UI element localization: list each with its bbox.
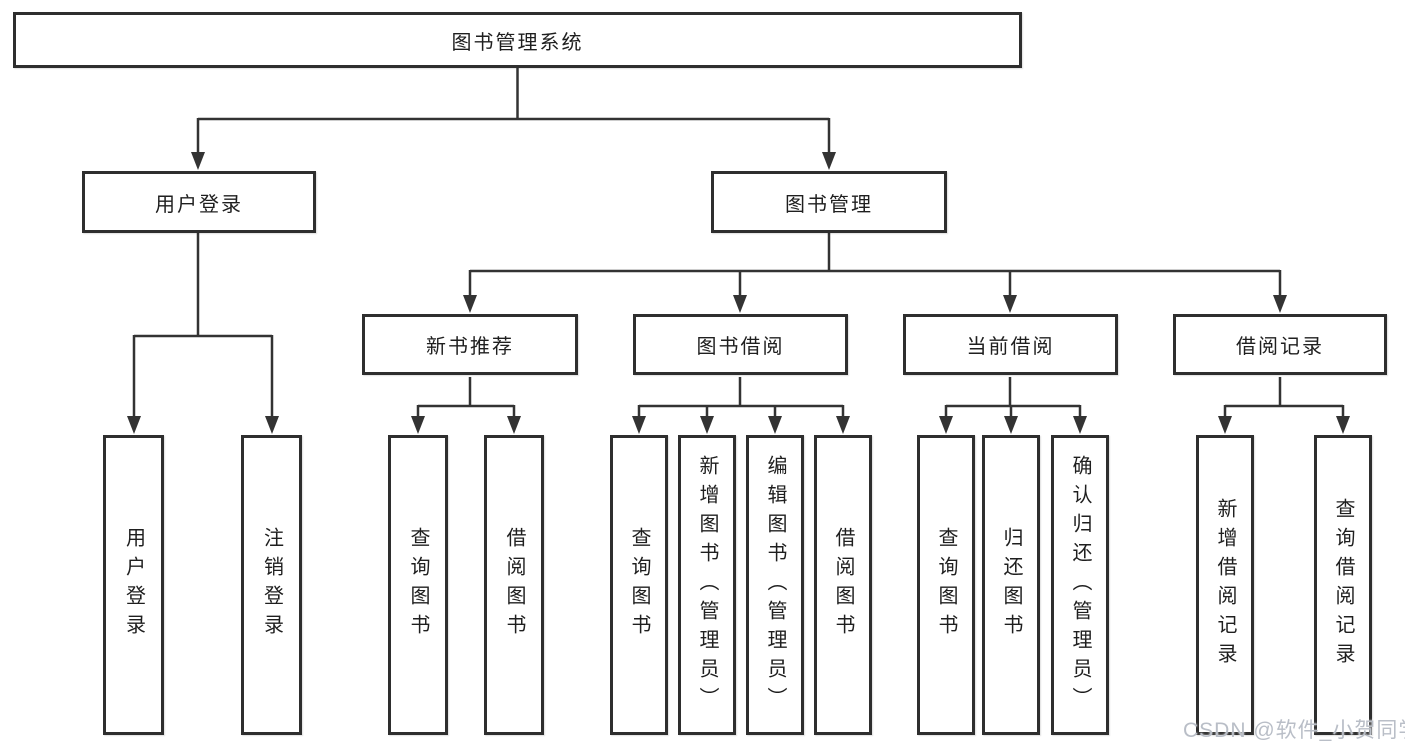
leaf-user-login: 用户登录 [103, 435, 164, 735]
node-library-management-system: 图书管理系统 [13, 12, 1022, 68]
leaf-query-borrow-record: 查询借阅记录 [1314, 435, 1372, 735]
csdn-watermark: CSDN @软件_小贺同学 [1183, 719, 1405, 742]
leaf-add-book-admin: 新增图书（管理员） [678, 435, 736, 735]
node-current-borrow: 当前借阅 [903, 314, 1118, 375]
leaf-query-books-current: 查询图书 [917, 435, 975, 735]
node-book-borrow: 图书借阅 [633, 314, 848, 375]
leaf-query-books-recommend: 查询图书 [388, 435, 448, 735]
node-borrow-records: 借阅记录 [1173, 314, 1387, 375]
leaf-borrow-books-recommend: 借阅图书 [484, 435, 544, 735]
leaf-borrow-books-borrow: 借阅图书 [814, 435, 872, 735]
leaf-add-borrow-record: 新增借阅记录 [1196, 435, 1254, 735]
node-new-book-recommend: 新书推荐 [362, 314, 578, 375]
leaf-query-books-borrow: 查询图书 [610, 435, 668, 735]
node-book-management: 图书管理 [711, 171, 947, 233]
leaf-return-book: 归还图书 [982, 435, 1040, 735]
leaf-confirm-return-admin: 确认归还（管理员） [1051, 435, 1109, 735]
leaf-edit-book-admin: 编辑图书（管理员） [746, 435, 804, 735]
leaf-logout: 注销登录 [241, 435, 302, 735]
node-user-login: 用户登录 [82, 171, 316, 233]
